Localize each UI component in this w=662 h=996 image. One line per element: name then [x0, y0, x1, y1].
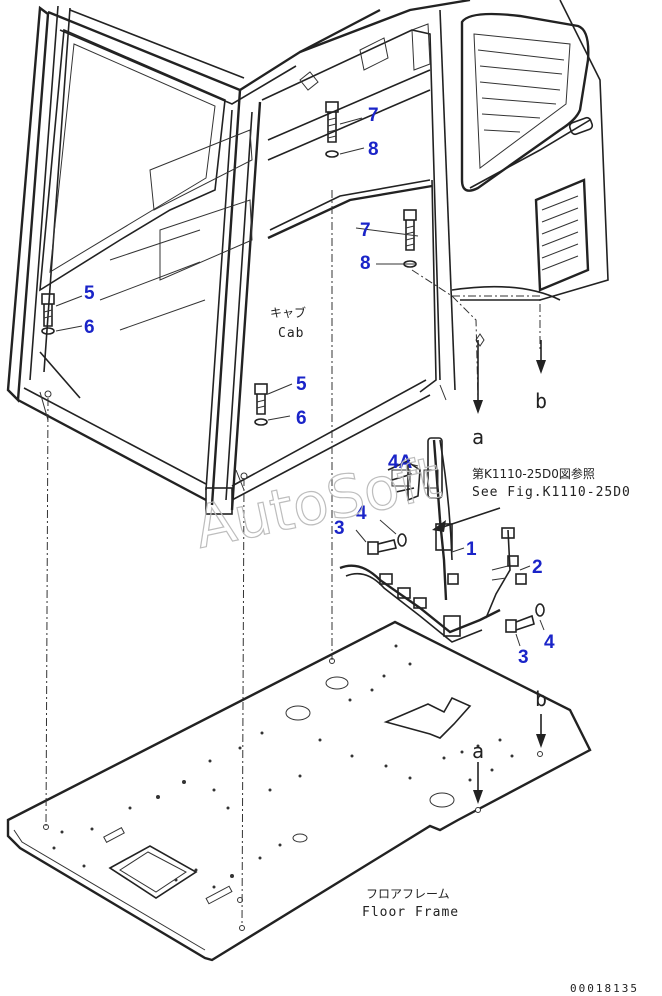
floor-label-jp: フロアフレーム [366, 887, 450, 901]
callout-7: 7 [360, 220, 371, 241]
reference-label: 第K1110-25D0図参照 See Fig.K1110-25D0 [472, 466, 631, 500]
watermark: AutoSoft [189, 443, 447, 561]
alignment-lines [45, 190, 541, 927]
link-arrows [473, 340, 546, 804]
floor-frame [6, 620, 592, 962]
bolt-5-center [254, 383, 268, 415]
callout-1: 1 [466, 539, 477, 560]
reference-label-jp: 第K1110-25D0図参照 [472, 466, 595, 481]
washer-4-right [535, 603, 545, 617]
callout-3: 3 [518, 647, 529, 668]
callout-4: 4 [356, 503, 367, 524]
cab-label-jp: キャブ [270, 305, 306, 320]
callout-6: 6 [84, 317, 95, 338]
callout-8: 8 [368, 139, 379, 160]
washer-8-upper [325, 150, 339, 158]
drawing-code: 00018135 [570, 982, 639, 995]
washer-6-center [254, 418, 268, 426]
cab-label: キャブ Cab [270, 305, 306, 341]
floor-hole [429, 792, 455, 808]
washer-6-left [41, 327, 55, 335]
wiring-harness [339, 437, 545, 643]
link-labels: a b a b [472, 389, 547, 763]
callout-6: 6 [296, 408, 307, 429]
link-label-b: b [535, 389, 547, 413]
bolt-7-upper [325, 101, 339, 143]
callout-5: 5 [296, 374, 307, 395]
callout-2: 2 [532, 557, 543, 578]
callouts: 7 8 7 8 5 6 5 6 4A 4 3 1 2 4 3 [84, 105, 555, 668]
link-label-a: a [472, 739, 484, 763]
callout-3: 3 [334, 518, 345, 539]
cab-label-en: Cab [278, 326, 304, 341]
callout-7: 7 [368, 105, 379, 126]
floor-frame-label: フロアフレーム Floor Frame [362, 887, 459, 920]
bolt-3-right [505, 614, 535, 633]
floor-label-en: Floor Frame [362, 905, 459, 920]
bolt-5-left [41, 293, 55, 327]
leader-lines [55, 117, 545, 647]
floor-hole [292, 833, 308, 843]
washer-4-left [397, 533, 407, 547]
cab-structure [6, 0, 609, 515]
bolt-7-lower [403, 209, 417, 251]
callout-8: 8 [360, 253, 371, 274]
floor-hole [325, 676, 349, 690]
callout-4A: 4A [388, 452, 413, 473]
callout-4: 4 [544, 632, 555, 653]
link-label-a: a [472, 425, 484, 449]
callout-5: 5 [84, 283, 95, 304]
floor-hole [285, 705, 311, 721]
floor-holes [43, 644, 543, 931]
link-label-b: b [535, 687, 547, 711]
reference-label-en: See Fig.K1110-25D0 [472, 485, 631, 500]
bolt-3-left [367, 539, 397, 555]
